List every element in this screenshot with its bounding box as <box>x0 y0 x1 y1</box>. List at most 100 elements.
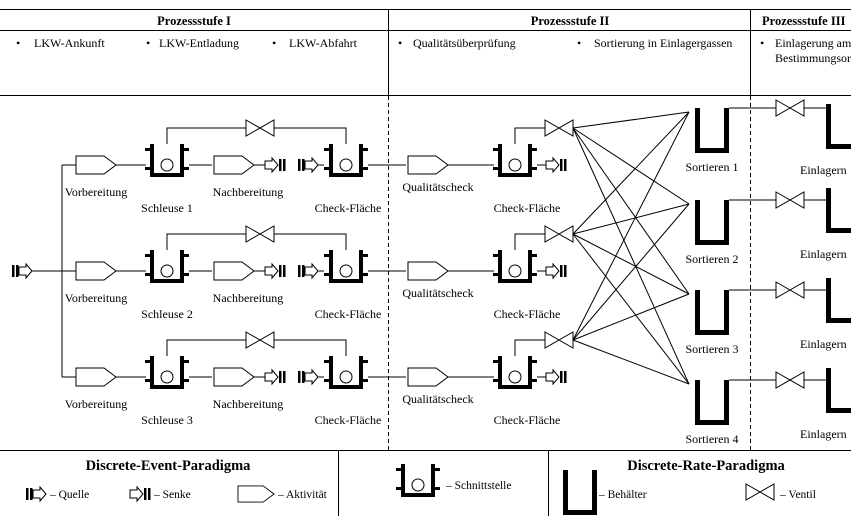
sort-mesh <box>572 111 690 385</box>
einlagern-container-3 <box>826 278 851 323</box>
schleuse-label-2: Schleuse 2 <box>141 307 193 321</box>
qualitaetscheck-label-2: Qualitätscheck <box>402 286 473 300</box>
sortieren-container-3 <box>695 290 729 335</box>
sortieren-container-2 <box>695 200 729 245</box>
qualitaetscheck-activity-3 <box>407 367 449 387</box>
vorbereitung-label-1: Vorbereitung <box>65 185 127 199</box>
vorbereitung-label-2: Vorbereitung <box>65 291 127 305</box>
sink-3 <box>264 369 286 385</box>
sortieren-label-2: Sortieren 2 <box>686 252 739 266</box>
bypass-valve-2 <box>245 225 275 243</box>
legend-ventil-label: – Ventil <box>779 489 816 501</box>
legend-frame <box>0 450 851 516</box>
legend-quelle-label: – Quelle <box>49 489 89 501</box>
stage-2-bullet-2: • <box>577 36 581 50</box>
header-frame <box>0 9 851 96</box>
stage-3-item-2: Bestimmungsort <box>775 51 851 65</box>
check-flaeche-2-label-1: Check-Fläche <box>494 201 561 215</box>
stage-2-title: Prozessstufe II <box>531 14 610 28</box>
sink-1 <box>264 157 286 173</box>
vorbereitung-label-3: Vorbereitung <box>65 397 127 411</box>
stage-2-item-2: Sortierung in Einlagergassen <box>594 36 732 50</box>
stage-1-item-3: LKW-Abfahrt <box>289 36 358 50</box>
schleuse-label-1: Schleuse 1 <box>141 201 193 215</box>
schleuse-1 <box>144 143 190 178</box>
schleuse-2 <box>144 249 190 284</box>
stage-3-title: Prozessstufe III <box>762 14 846 28</box>
nachbereitung-activity-1 <box>213 155 255 175</box>
einlagern-label-2: Einlagern <box>800 247 847 261</box>
vorbereitung-activity-1 <box>75 155 117 175</box>
store-valve-3 <box>775 281 805 299</box>
einlagern-container-4 <box>826 368 851 413</box>
check-flaeche-1-label-2: Check-Fläche <box>315 307 382 321</box>
source-2 <box>297 263 319 279</box>
legend-discrete-rate-title: Discrete-Rate-Paradigma <box>627 458 785 474</box>
qualitaetscheck-activity-1 <box>407 155 449 175</box>
qualitaetscheck-activity-2 <box>407 261 449 281</box>
nachbereitung-label-2: Nachbereitung <box>213 291 284 305</box>
sortieren-container-4 <box>695 380 729 425</box>
bypass-valve-3 <box>245 331 275 349</box>
stage-1-bullet-2: • <box>146 36 150 50</box>
source-1 <box>297 157 319 173</box>
stage-1-title: Prozessstufe I <box>157 14 231 28</box>
store-valve-4 <box>775 371 805 389</box>
check-flaeche-2-2 <box>492 249 538 284</box>
einlagern-container-2 <box>826 188 851 233</box>
einlagern-label-3: Einlagern <box>800 337 847 351</box>
sink-2-1 <box>545 157 567 173</box>
qualitaetscheck-label-1: Qualitätscheck <box>402 180 473 194</box>
sort-feed-3 <box>514 339 559 356</box>
sink-2-3 <box>545 369 567 385</box>
legend-behaelter-label: – Behälter <box>598 489 647 501</box>
nachbereitung-activity-2 <box>213 261 255 281</box>
stage-1-item-1: LKW-Ankunft <box>34 36 105 50</box>
legend-schnittstelle-icon <box>395 463 441 498</box>
einlagern-label-1: Einlagern <box>800 163 847 177</box>
check-flaeche-1-1 <box>323 143 369 178</box>
main-source <box>11 263 33 279</box>
stage-3-item-1: Einlagerung am <box>775 36 851 50</box>
einlagern-1: Einlagern <box>729 99 851 177</box>
branch-connectors <box>32 164 76 378</box>
nachbereitung-label-1: Nachbereitung <box>213 185 284 199</box>
schleuse-label-3: Schleuse 3 <box>141 413 193 427</box>
stage-1-bullet-3: • <box>272 36 276 50</box>
bypass-valve-1 <box>245 119 275 137</box>
stage-2-bullet-1: • <box>398 36 402 50</box>
einlagern-2: Einlagern <box>729 188 851 261</box>
legend-senke-icon <box>129 486 151 502</box>
legend-quelle-icon <box>25 486 47 502</box>
store-valve-1 <box>775 99 805 117</box>
check-flaeche-1-label-1: Check-Fläche <box>315 201 382 215</box>
legend-schnittstelle-label: – Schnittstelle <box>445 480 511 492</box>
legend-senke-label: – Senke <box>153 489 191 501</box>
sortieren-label-3: Sortieren 3 <box>686 342 739 356</box>
einlagern-4: Einlagern <box>729 368 851 441</box>
store-valve-2 <box>775 191 805 209</box>
legend-aktivitaet-icon <box>237 485 275 503</box>
einlagern-container-1 <box>826 104 851 149</box>
sink-2-2 <box>545 263 567 279</box>
vorbereitung-activity-3 <box>75 367 117 387</box>
stage-3-bullet-1: • <box>760 36 764 50</box>
check-flaeche-2-label-2: Check-Fläche <box>494 307 561 321</box>
vorbereitung-activity-2 <box>75 261 117 281</box>
check-flaeche-1-label-3: Check-Fläche <box>315 413 382 427</box>
legend-discrete-event-title: Discrete-Event-Paradigma <box>86 458 252 474</box>
sortieren-label-4: Sortieren 4 <box>686 432 739 446</box>
einlagern-3: Einlagern <box>729 278 851 351</box>
legend-aktivitaet-label: – Aktivität <box>277 489 328 501</box>
sink-2 <box>264 263 286 279</box>
legend-behaelter-icon <box>563 470 597 515</box>
check-flaeche-1-2 <box>323 249 369 284</box>
sort-feed-1 <box>514 127 559 144</box>
check-flaeche-2-label-3: Check-Fläche <box>494 413 561 427</box>
einlagern-label-4: Einlagern <box>800 427 847 441</box>
